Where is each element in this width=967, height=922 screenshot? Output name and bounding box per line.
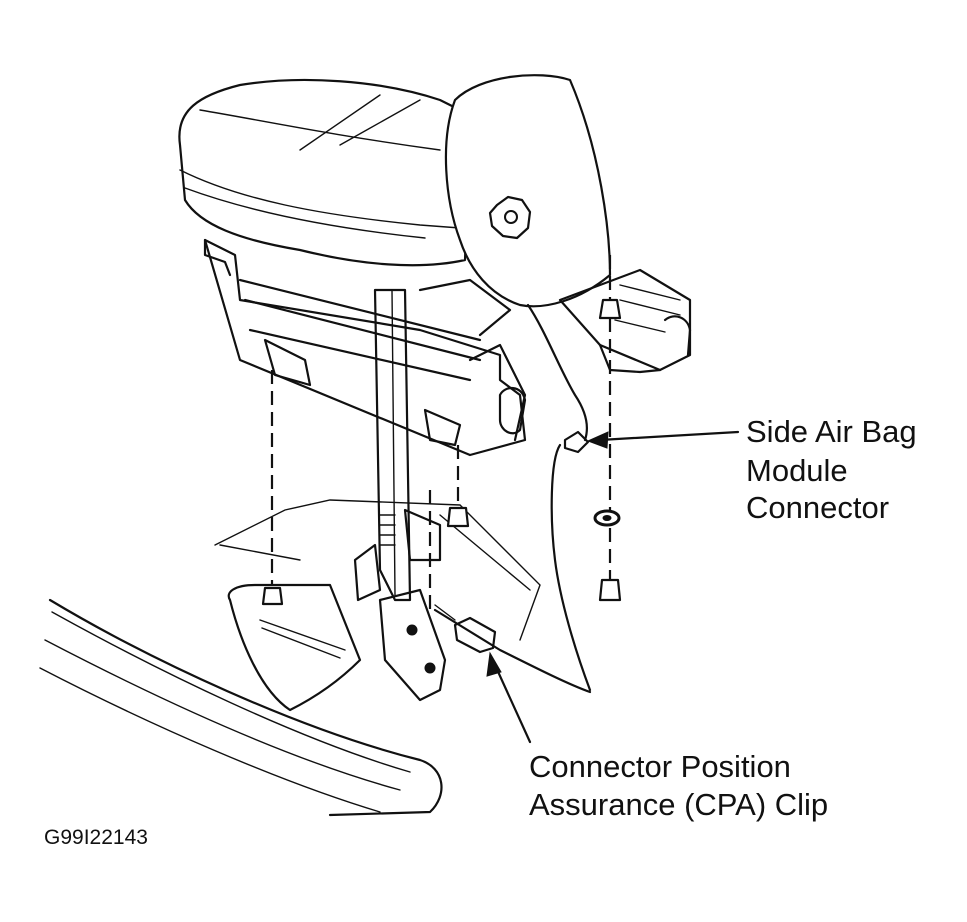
- cpa-clip-label-line2: Assurance (CPA) Clip: [529, 787, 829, 822]
- seat-cushion: [178, 78, 472, 267]
- wiring-harness: [433, 303, 592, 694]
- figure-id: G99I22143: [44, 826, 148, 849]
- bolts: [261, 255, 622, 610]
- side-airbag-arrowhead: [586, 431, 609, 449]
- cpa-leader: [493, 663, 532, 744]
- side-airbag-label-line2: Module: [746, 453, 848, 488]
- cpa-arrowhead: [486, 651, 502, 677]
- callout-arrows: [486, 430, 740, 744]
- seat-frame: [203, 238, 692, 457]
- floor-pan: [214, 499, 541, 712]
- side-airbag-label-line1: Side Air Bag: [746, 414, 917, 449]
- seat-back: [444, 74, 612, 308]
- seat-belt-buckle: [353, 288, 447, 702]
- door-sill: [39, 598, 443, 817]
- cpa-clip-label-line1: Connector Position: [529, 749, 791, 784]
- side-airbag-label-line3: Connector: [746, 490, 890, 525]
- side-airbag-leader: [598, 430, 740, 442]
